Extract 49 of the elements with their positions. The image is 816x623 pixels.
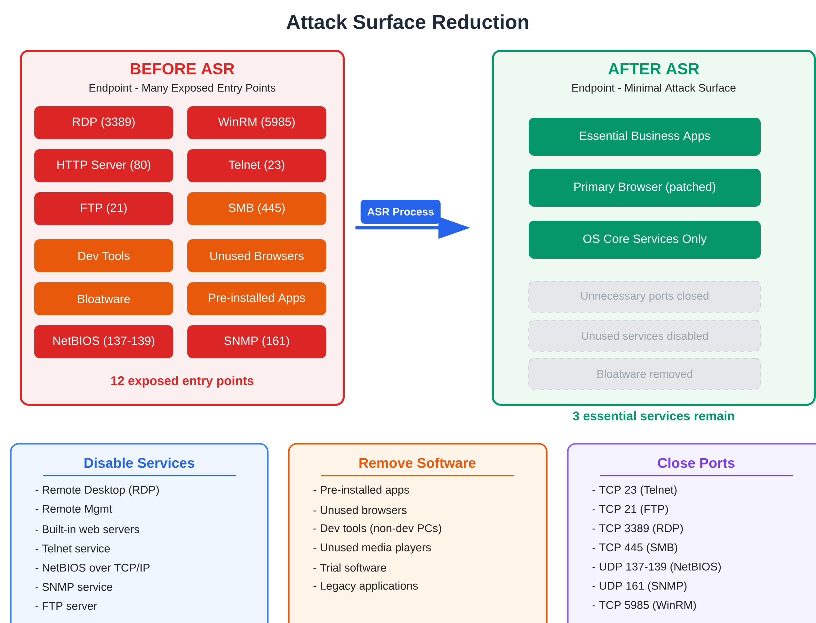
list-item: - Pre-installed apps	[314, 486, 410, 496]
list-item: - Built-in web servers	[36, 525, 140, 534]
list-item: - UDP 137-139 (NetBIOS)	[592, 562, 722, 573]
list-item: - Unused media players	[314, 543, 432, 554]
list-item: - TCP 21 (FTP)	[592, 504, 668, 516]
entry-point-box: WinRM (5985)	[188, 106, 326, 140]
entry-point-box: SNMP (161)	[188, 326, 326, 358]
list-item: - Remote Mgmt	[36, 505, 112, 516]
removed-item-box: Unused services disabled	[528, 320, 762, 352]
entry-point-box: Dev Tools	[34, 240, 174, 272]
card-heading: Remove Software	[360, 458, 476, 468]
card-heading: Close Ports	[658, 458, 735, 468]
diagram-title: Attack Surface Reduction	[286, 14, 528, 30]
entry-point-box: Bloatware	[34, 282, 174, 316]
list-item: - Dev tools (non-dev PCs)	[314, 524, 442, 535]
service-box: Essential Business Apps	[529, 118, 761, 156]
removed-item-box: Unnecessary ports closed	[528, 281, 762, 313]
list-item: - TCP 5985 (WinRM)	[592, 600, 696, 612]
panel-subtitle: Endpoint - Many Exposed Entry Points	[90, 84, 276, 94]
removed-item-box: Bloatware removed	[528, 358, 762, 390]
list-item: - SNMP service	[36, 582, 113, 592]
entry-point-box: RDP (3389)	[34, 106, 174, 140]
entry-point-box: Pre-installed Apps	[188, 282, 326, 316]
card-heading: Disable Services	[84, 458, 195, 468]
panel-subtitle: Endpoint - Minimal Attack Surface	[572, 84, 736, 94]
list-item: - UDP 161 (SNMP)	[592, 582, 687, 592]
entry-point-box: NetBIOS (137-139)	[34, 326, 174, 358]
list-item: - Legacy applications	[314, 582, 418, 592]
list-item: - Remote Desktop (RDP)	[36, 486, 160, 496]
list-item: - TCP 3389 (RDP)	[592, 524, 684, 535]
entry-point-box: Unused Browsers	[188, 240, 326, 272]
list-item: - NetBIOS over TCP/IP	[36, 564, 150, 572]
panel-title: BEFORE ASR	[131, 63, 235, 75]
entry-point-box: HTTP Server (80)	[34, 150, 174, 182]
service-box: Primary Browser (patched)	[529, 169, 761, 207]
list-item: - TCP 445 (SMB)	[592, 543, 678, 554]
panel-title: AFTER ASR	[608, 63, 700, 75]
service-box: OS Core Services Only	[529, 221, 761, 259]
list-item: - FTP server	[36, 602, 98, 610]
edge-label: ASR Process	[360, 200, 441, 224]
entry-point-box: SMB (445)	[188, 192, 326, 226]
list-item: - Telnet service	[36, 544, 110, 553]
panel-footer: 12 exposed entry points	[112, 376, 254, 388]
list-item: - Unused browsers	[314, 506, 407, 514]
entry-point-box: Telnet (23)	[188, 150, 326, 182]
list-item: - TCP 23 (Telnet)	[592, 486, 677, 496]
entry-point-box: FTP (21)	[34, 192, 174, 226]
list-item: - Trial software	[314, 564, 386, 572]
panel-note: 3 essential services remain	[573, 411, 734, 421]
